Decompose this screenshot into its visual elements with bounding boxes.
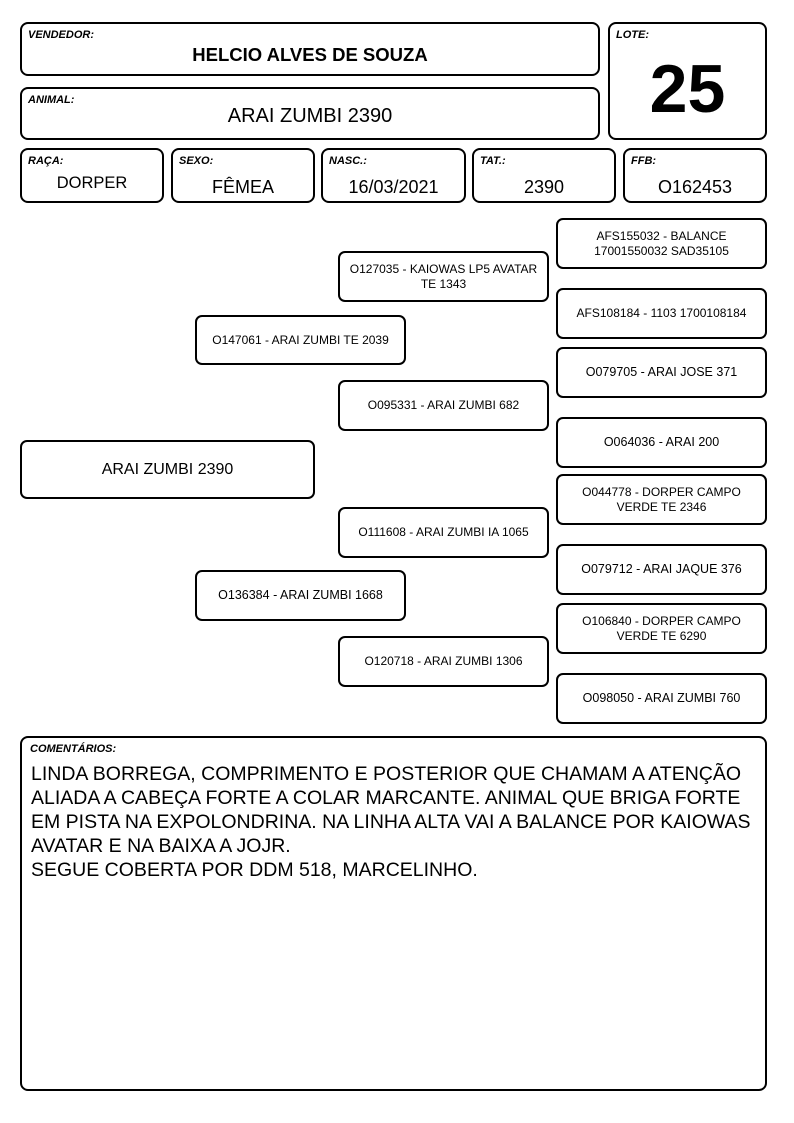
ffb-box: FFB: O162453: [623, 148, 767, 203]
nasc-value: 16/03/2021: [348, 177, 439, 197]
pedigree-dam-dam: O120718 - ARAI ZUMBI 1306: [338, 636, 549, 687]
animal-box: ANIMAL: ARAI ZUMBI 2390: [20, 87, 600, 140]
comments-text: LINDA BORREGA, COMPRIMENTO E POSTERIOR Q…: [31, 763, 751, 881]
vendedor-box: VENDEDOR: HELCIO ALVES DE SOUZA: [20, 22, 600, 76]
pedigree-animal: ARAI ZUMBI 2390: [20, 440, 315, 499]
lote-box: LOTE: 25: [608, 22, 767, 140]
sexo-value: FÊMEA: [211, 177, 274, 197]
ffb-value: O162453: [657, 177, 733, 197]
tat-box: TAT.: 2390: [472, 148, 616, 203]
nasc-label: NASC.:: [329, 155, 367, 167]
tat-value: 2390: [523, 177, 565, 197]
pedigree-ggp-1: AFS155032 - BALANCE 17001550032 SAD35105: [556, 218, 767, 269]
tat-label: TAT.:: [480, 155, 506, 167]
pedigree-sire-sire: O127035 - KAIOWAS LP5 AVATAR TE 1343: [338, 251, 549, 302]
sexo-box: SEXO: FÊMEA: [171, 148, 315, 203]
lote-value: 25: [649, 51, 726, 127]
pedigree-ggp-2: AFS108184 - 1103 1700108184: [556, 288, 767, 339]
lote-label: LOTE:: [616, 29, 649, 41]
raca-box: RAÇA: DORPER: [20, 148, 164, 203]
pedigree-ggp-6: O079712 - ARAI JAQUE 376: [556, 544, 767, 595]
animal-value: ARAI ZUMBI 2390: [227, 105, 393, 127]
pedigree-sire-dam: O095331 - ARAI ZUMBI 682: [338, 380, 549, 431]
raca-label: RAÇA:: [28, 155, 64, 167]
raca-value: DORPER: [56, 174, 128, 192]
animal-label: ANIMAL:: [28, 94, 75, 106]
pedigree-ggp-4: O064036 - ARAI 200: [556, 417, 767, 468]
pedigree-sire: O147061 - ARAI ZUMBI TE 2039: [195, 315, 406, 365]
pedigree-ggp-5: O044778 - DORPER CAMPO VERDE TE 2346: [556, 474, 767, 525]
comments-box: COMENTÁRIOS: LINDA BORREGA, COMPRIMENTO …: [20, 736, 767, 1091]
pedigree-ggp-7: O106840 - DORPER CAMPO VERDE TE 6290: [556, 603, 767, 654]
ffb-label: FFB:: [631, 155, 657, 167]
pedigree-ggp-8: O098050 - ARAI ZUMBI 760: [556, 673, 767, 724]
nasc-box: NASC.: 16/03/2021: [321, 148, 466, 203]
pedigree-dam: O136384 - ARAI ZUMBI 1668: [195, 570, 406, 621]
pedigree-dam-sire: O111608 - ARAI ZUMBI IA 1065: [338, 507, 549, 558]
vendedor-label: VENDEDOR:: [28, 29, 95, 41]
vendedor-value: HELCIO ALVES DE SOUZA: [192, 44, 428, 65]
comments-label: COMENTÁRIOS:: [30, 743, 117, 755]
sexo-label: SEXO:: [179, 155, 214, 167]
pedigree-ggp-3: O079705 - ARAI JOSE 371: [556, 347, 767, 398]
